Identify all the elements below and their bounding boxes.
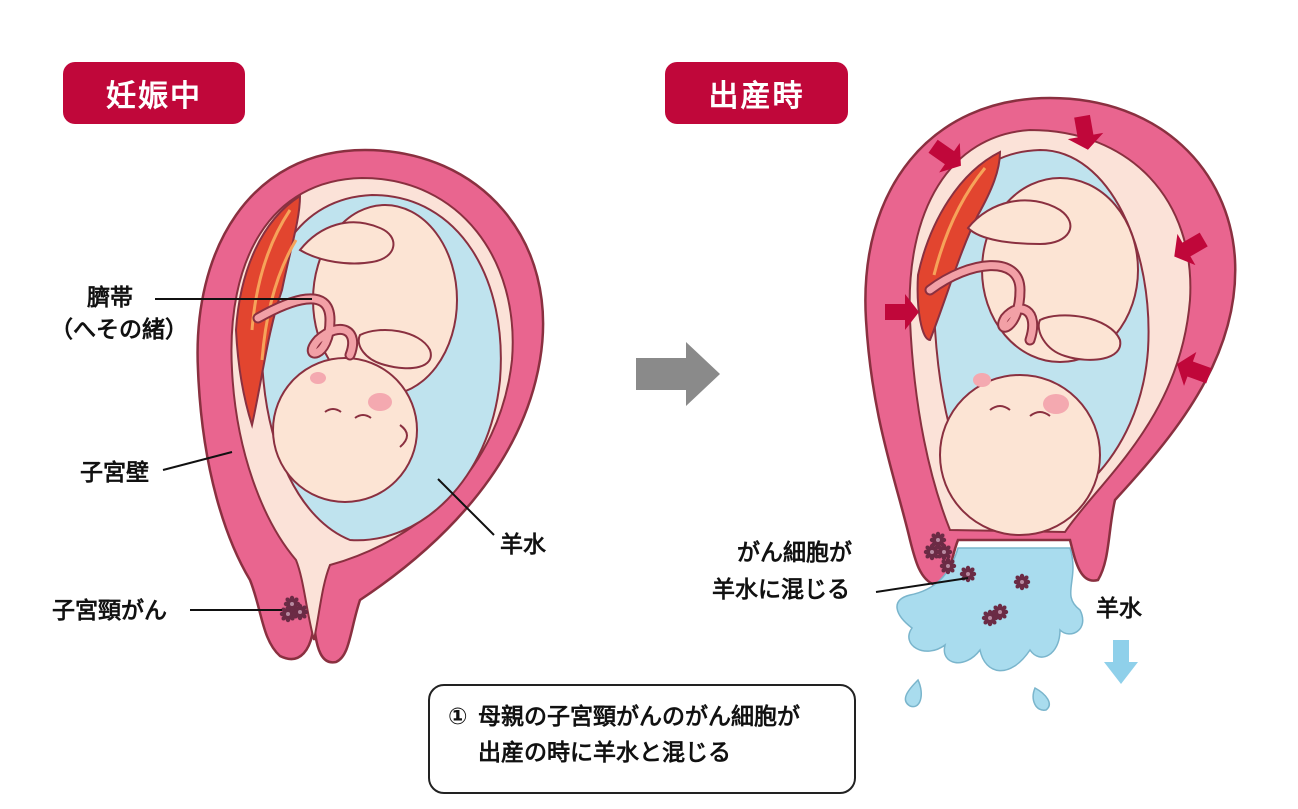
label-amniotic-fluid-right: 羊水 xyxy=(1096,596,1142,622)
label-umbilical-cord: 臍帯 xyxy=(87,285,133,311)
label-cervical-cancer: 子宮頸がん xyxy=(52,598,167,624)
label-umbilical-cord-sub: （へその緒） xyxy=(50,317,188,343)
fluid-down-arrow xyxy=(1104,640,1138,684)
delivery-uterus xyxy=(864,96,1237,711)
leader-line-cancer-cells xyxy=(875,577,969,593)
pregnancy-uterus xyxy=(196,148,545,664)
header-pregnancy: 妊娠中 xyxy=(63,62,245,124)
leader-lines-left xyxy=(155,298,495,611)
label-uterine-wall: 子宮壁 xyxy=(80,460,149,486)
label-cancer-cells-mix: 羊水に混じる xyxy=(712,577,850,603)
caption-box: ① 母親の子宮頸がんのがん細胞が 出産の時に羊水と混じる xyxy=(428,684,856,794)
label-cancer-cells: がん細胞が xyxy=(737,540,852,566)
caption-line-1: ① 母親の子宮頸がんのがん細胞が xyxy=(448,700,836,736)
caption-line-2: 出産の時に羊水と混じる xyxy=(478,739,731,766)
label-amniotic-fluid-left: 羊水 xyxy=(500,532,546,558)
transition-arrow xyxy=(636,342,720,406)
header-delivery: 出産時 xyxy=(665,62,848,124)
caption-text-1: 母親の子宮頸がんのがん細胞が xyxy=(478,704,800,730)
caption-number: ① xyxy=(448,704,468,730)
